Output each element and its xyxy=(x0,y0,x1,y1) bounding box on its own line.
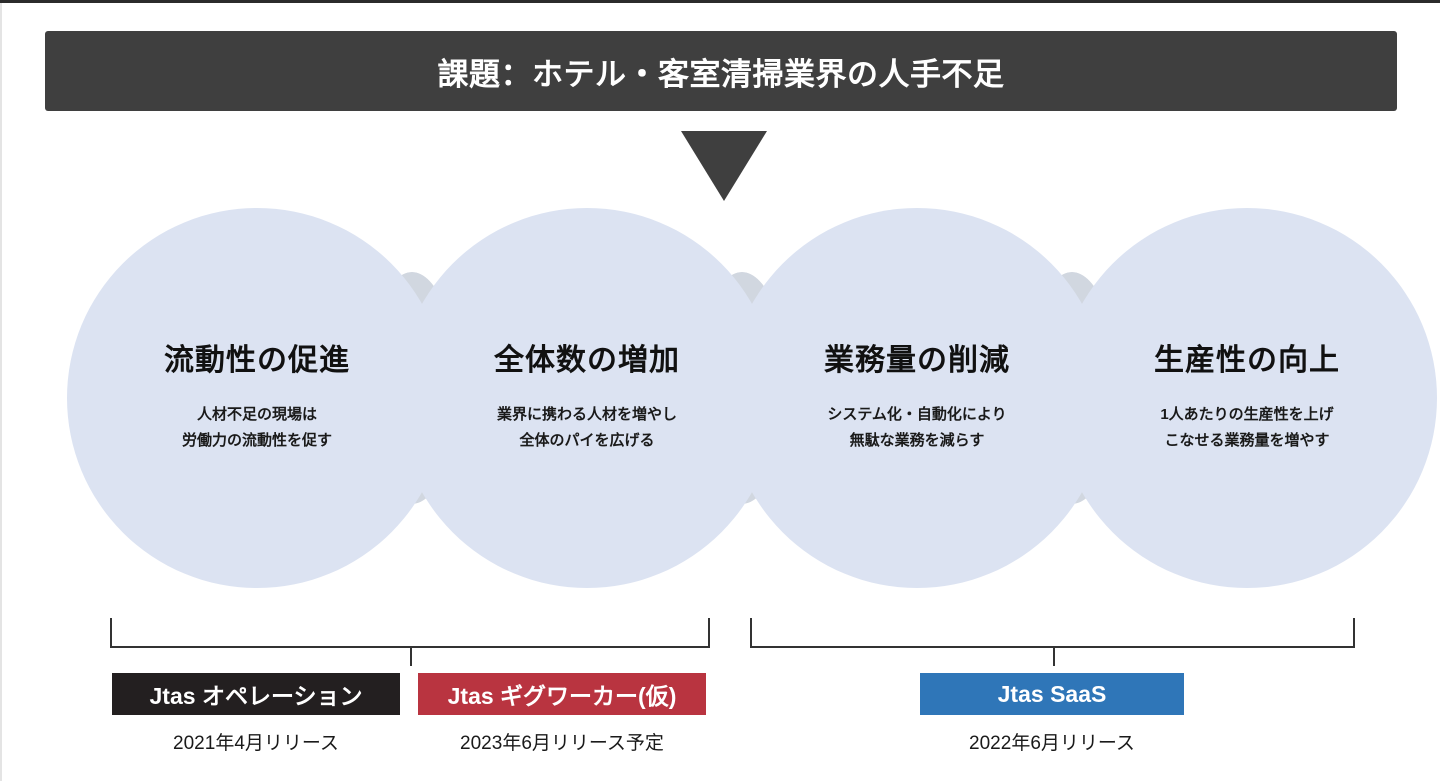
page-title: 課題：ホテル・客室清掃業界の人手不足 xyxy=(437,56,1005,92)
badge-jtas-gigworker[interactable]: Jtas ギグワーカー(仮) xyxy=(418,673,706,715)
circle-desc-3-line1: システム化・自動化により xyxy=(827,405,1007,423)
bracket-right-tick xyxy=(1053,648,1055,666)
circle-item-4[interactable]: 生産性の向上 1人あたりの生産性を上げ こなせる業務量を増やす xyxy=(1057,208,1437,588)
circle-title-2: 全体数の増加 xyxy=(494,344,680,377)
circle-desc-1: 人材不足の現場は 労働力の流動性を促す xyxy=(182,402,332,455)
badge-caption-2: 2023年6月リリース予定 xyxy=(460,733,664,754)
badge-label-1: Jtas オペレーション xyxy=(149,683,363,709)
circle-desc-4-line1: 1人あたりの生産性を上げ xyxy=(1160,405,1334,423)
badge-label-2: Jtas ギグワーカー(仮) xyxy=(447,683,677,709)
circle-desc-4-line2: こなせる業務量を増やす xyxy=(1164,431,1330,449)
down-arrow-icon xyxy=(681,131,767,201)
bracket-left-tick xyxy=(410,648,412,666)
circle-desc-2: 業界に携わる人材を増やし 全体のパイを広げる xyxy=(497,402,677,455)
circle-desc-2-line2: 全体のパイを広げる xyxy=(519,431,655,449)
circle-desc-3-line2: 無駄な業務を減らす xyxy=(849,431,985,449)
badge-jtas-saas[interactable]: Jtas SaaS xyxy=(920,673,1184,715)
left-chrome-strip xyxy=(0,3,2,781)
circle-desc-2-line1: 業界に携わる人材を増やし xyxy=(496,405,677,423)
badge-jtas-operation[interactable]: Jtas オペレーション xyxy=(112,673,400,715)
bracket-right xyxy=(750,618,1355,666)
circle-desc-1-line1: 人材不足の現場は xyxy=(196,405,317,423)
circle-title-1: 流動性の促進 xyxy=(164,344,350,377)
circle-desc-1-line2: 労働力の流動性を促す xyxy=(181,431,332,449)
badge-caption-1: 2021年4月リリース xyxy=(173,733,339,754)
circle-item-1[interactable]: 流動性の促進 人材不足の現場は 労働力の流動性を促す xyxy=(67,208,447,588)
bracket-left xyxy=(110,618,710,666)
circle-item-3[interactable]: 業務量の削減 システム化・自動化により 無駄な業務を減らす xyxy=(727,208,1107,588)
circle-desc-3: システム化・自動化により 無駄な業務を減らす xyxy=(827,402,1006,455)
circle-desc-4: 1人あたりの生産性を上げ こなせる業務量を増やす xyxy=(1160,402,1333,455)
badge-label-3: Jtas SaaS xyxy=(997,680,1107,707)
venn-diagram: 流動性の促進 人材不足の現場は 労働力の流動性を促す 全体数の増加 業界に携わる… xyxy=(0,198,1440,598)
circle-title-4: 生産性の向上 xyxy=(1154,344,1340,377)
circle-item-2[interactable]: 全体数の増加 業界に携わる人材を増やし 全体のパイを広げる xyxy=(397,208,777,588)
header-banner: 課題：ホテル・客室清掃業界の人手不足 xyxy=(45,31,1397,111)
badge-caption-3: 2022年6月リリース xyxy=(969,733,1135,754)
top-chrome-strip xyxy=(0,0,1440,3)
circle-title-3: 業務量の削減 xyxy=(824,344,1010,377)
